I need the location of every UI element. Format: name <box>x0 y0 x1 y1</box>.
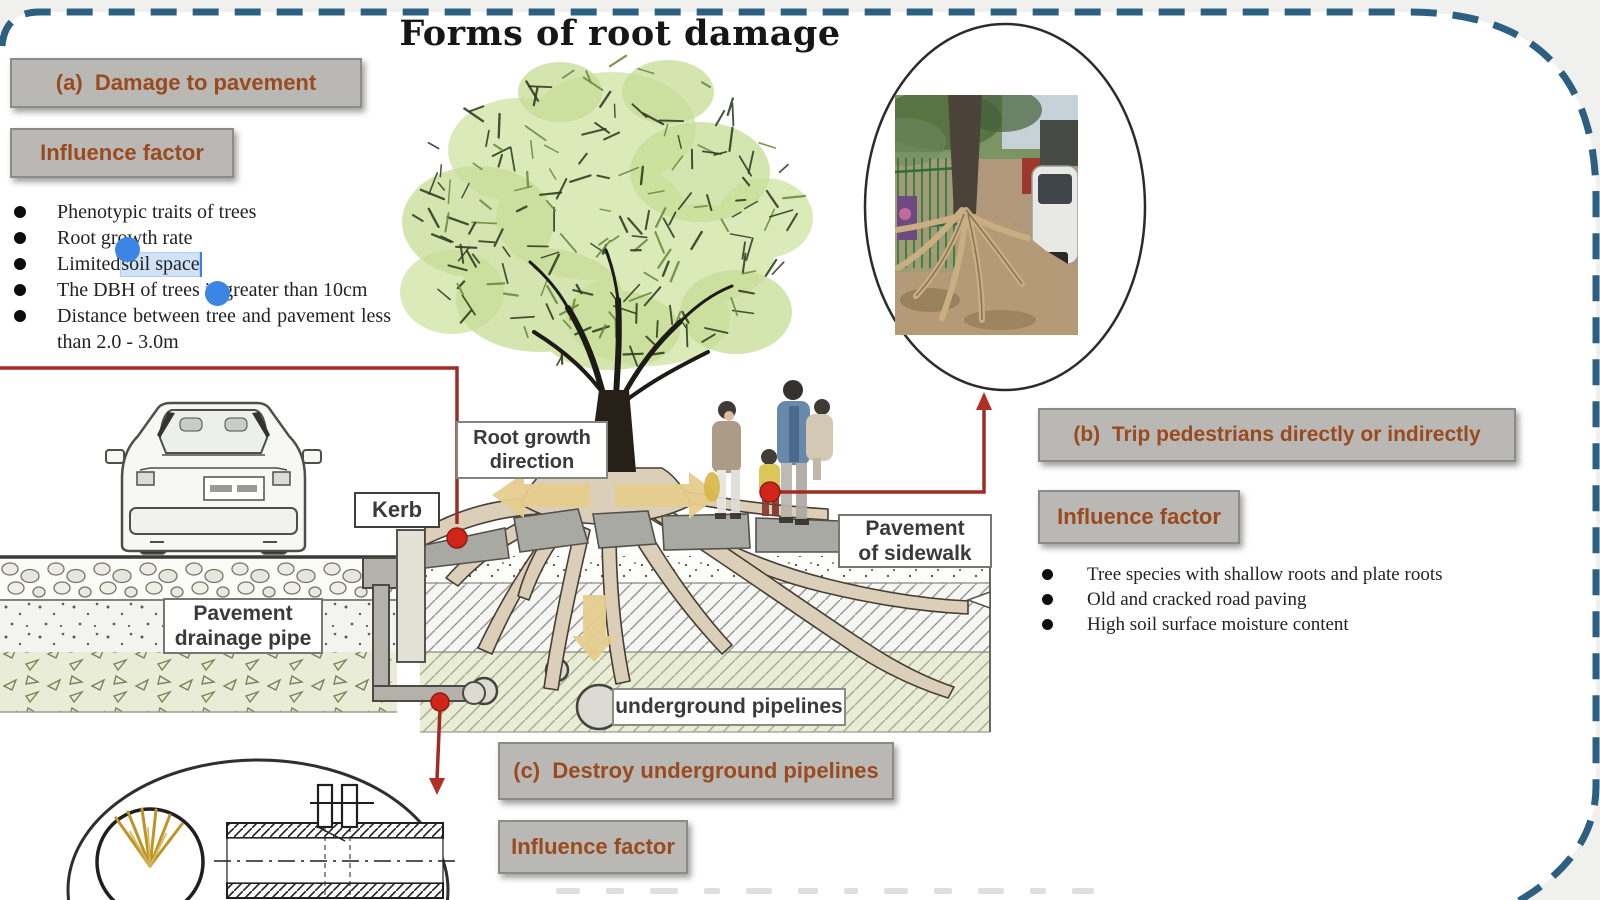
selection-handle-end[interactable] <box>205 281 230 306</box>
root-growth-arrows <box>492 472 720 662</box>
drainage-pipe-horizontal <box>372 685 472 702</box>
section-b-header: (b) Trip pedestrians directly or indirec… <box>1038 408 1516 462</box>
bullet-dot <box>1042 619 1053 630</box>
cropped-text-smudge <box>556 888 1256 895</box>
photo-tree-trunk <box>948 95 982 214</box>
list-item-text: Distance between tree and pavement less … <box>57 305 391 353</box>
red-dot-pedestrian <box>759 481 781 503</box>
kerb-and-drainage <box>362 529 486 705</box>
list-item: Phenotypic traits of trees <box>8 199 408 225</box>
section-c-influence-header: Influence factor <box>498 820 688 874</box>
bullet-dot <box>14 284 26 296</box>
label-pavement-drainage-pipe: Pavement drainage pipe <box>163 598 323 654</box>
selection-handle-start[interactable] <box>115 237 140 262</box>
kerb-stone <box>396 529 426 663</box>
canopy-sketch-strokes <box>411 54 807 367</box>
figure-title: Forms of root damage <box>399 12 841 54</box>
drainage-pipe-vertical <box>372 584 390 698</box>
section-a-header: (a) Damage to pavement <box>10 58 362 108</box>
list-item-text: High soil surface moisture content <box>1087 614 1349 635</box>
arrowhead-up <box>976 392 992 410</box>
label-root-growth-direction: Root growth direction <box>456 421 608 479</box>
list-item-text: Old and cracked road paving <box>1087 589 1307 610</box>
root-system <box>424 467 969 699</box>
section-c-header: (c) Destroy underground pipelines <box>498 742 894 800</box>
list-item-text: Limitedsoil space <box>57 251 202 277</box>
list-item-text: Phenotypic traits of trees <box>57 201 257 223</box>
pipe-side-view <box>214 783 456 899</box>
bullet-dot <box>1042 594 1053 605</box>
text-before-selection: Limited <box>57 253 121 275</box>
influence-list-b: Tree species with shallow roots and plat… <box>1040 562 1520 637</box>
car-illustration <box>105 401 322 555</box>
section-b-influence-header: Influence factor <box>1038 490 1240 544</box>
label-pavement-of-sidewalk: Pavement of sidewalk <box>838 514 992 568</box>
red-dot-kerb <box>446 527 468 549</box>
section-a-influence-header: Influence factor <box>10 128 234 178</box>
connector-markers <box>429 392 992 795</box>
arrowhead-down <box>429 778 445 795</box>
arrow-down <box>572 595 617 662</box>
sidewalk-cross-section <box>420 532 991 733</box>
list-item: Old and cracked road paving <box>1040 587 1520 612</box>
list-item: Tree species with shallow roots and plat… <box>1040 562 1520 587</box>
influence-list-a: Phenotypic traits of trees Root growth r… <box>8 199 408 355</box>
dashed-figure-border <box>0 8 1600 900</box>
bullet-dot <box>14 206 26 218</box>
bullet-dot <box>14 258 26 270</box>
list-item-text: Tree species with shallow roots and plat… <box>1087 564 1443 585</box>
label-kerb: Kerb <box>354 492 440 528</box>
arrow-right <box>615 472 720 519</box>
arrow-left <box>492 473 590 518</box>
connector-c-line <box>435 707 442 781</box>
license-plate <box>203 476 265 501</box>
bullet-dot <box>14 310 26 322</box>
roots-photo <box>895 95 1078 335</box>
section-break-notch <box>965 590 991 610</box>
tree-illustration <box>400 54 813 472</box>
label-underground-pipelines: underground pipelines <box>612 688 846 726</box>
connector-b-line <box>770 404 986 494</box>
drainage-pipe-cap <box>462 681 486 705</box>
list-item: Limitedsoil space <box>8 251 408 277</box>
red-dot-pipe <box>430 692 450 712</box>
bullet-dot <box>1042 569 1053 580</box>
photo-oval <box>863 22 1147 392</box>
pipe-drawing-oval <box>66 758 456 900</box>
bullet-dot <box>14 232 26 244</box>
list-item: Distance between tree and pavement less … <box>8 303 408 355</box>
list-item: High soil surface moisture content <box>1040 612 1520 637</box>
list-item: Root growth rate <box>8 225 408 251</box>
